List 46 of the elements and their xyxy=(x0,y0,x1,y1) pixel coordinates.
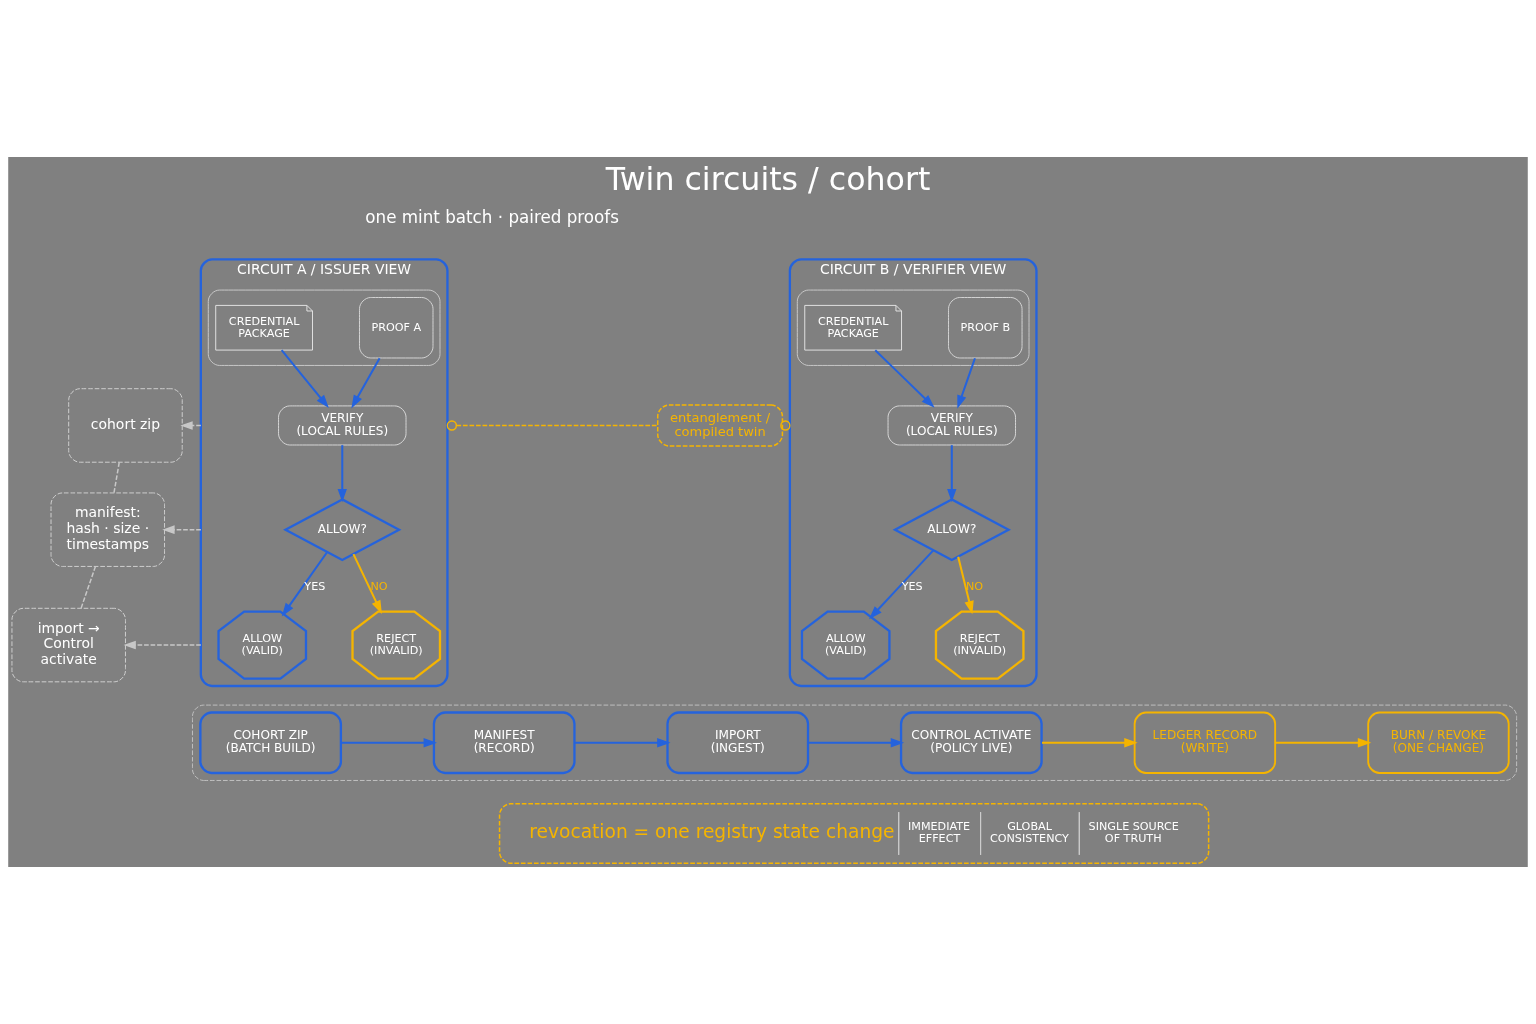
arrow xyxy=(180,421,202,430)
node-box: PROOF B xyxy=(948,297,1023,359)
arrow xyxy=(947,445,957,503)
node-box: BURN / REVOKE (ONE CHANGE) xyxy=(1367,711,1510,774)
node-box: LEDGER RECORD (WRITE) xyxy=(1133,711,1277,774)
edge-label: YES xyxy=(901,580,923,594)
arrow xyxy=(808,738,905,748)
edge-label: NO xyxy=(966,580,984,594)
arrow xyxy=(874,349,935,408)
node-box: VERIFY (LOCAL RULES) xyxy=(278,405,407,446)
connector xyxy=(113,461,120,494)
node-box: COHORT ZIP (BATCH BUILD) xyxy=(199,711,343,775)
arrow xyxy=(574,738,671,748)
node-box: CONTROL ACTIVATE (POLICY LIVE) xyxy=(899,711,1043,775)
label: one mint batch · paired proofs xyxy=(365,207,619,228)
arrow xyxy=(869,549,935,620)
arrow xyxy=(341,738,437,748)
arrow xyxy=(123,640,202,650)
arrow xyxy=(957,357,976,409)
node-box: MANIFEST (RECORD) xyxy=(432,711,576,775)
node-box: IMPORT (INGEST) xyxy=(666,711,810,775)
edge-label: YES xyxy=(304,580,326,594)
node-diamond: ALLOW? xyxy=(892,498,1011,562)
arrow xyxy=(352,553,382,614)
node-box: manifest: hash · size · timestamps xyxy=(50,492,165,567)
node-box: revocation = one registry state change IMMEDIATE EFFECT GLOBAL CONSISTENCY SINGLE SOURCE OF TRUTH xyxy=(498,802,1210,865)
arrow xyxy=(337,445,347,503)
edge-label: NO xyxy=(370,580,388,594)
connector xyxy=(446,420,659,431)
node-box: import → Control activate xyxy=(11,607,126,683)
arrow xyxy=(162,525,202,534)
arrow xyxy=(957,556,974,615)
diagram-title: Twin circuits / cohort xyxy=(605,160,931,197)
arrow xyxy=(281,551,329,617)
cluster xyxy=(796,289,1030,366)
node-box: VERIFY (LOCAL RULES) xyxy=(887,405,1016,446)
node-diamond: ALLOW? xyxy=(283,498,402,562)
cluster xyxy=(207,289,441,366)
arrow xyxy=(1042,738,1138,748)
cluster xyxy=(192,704,1518,781)
node-box: PROOF A xyxy=(359,297,434,359)
arrow xyxy=(280,349,329,409)
connector xyxy=(80,565,97,609)
node-box: cohort zip xyxy=(68,388,183,463)
arrow xyxy=(351,357,381,409)
arrow xyxy=(1275,738,1372,748)
